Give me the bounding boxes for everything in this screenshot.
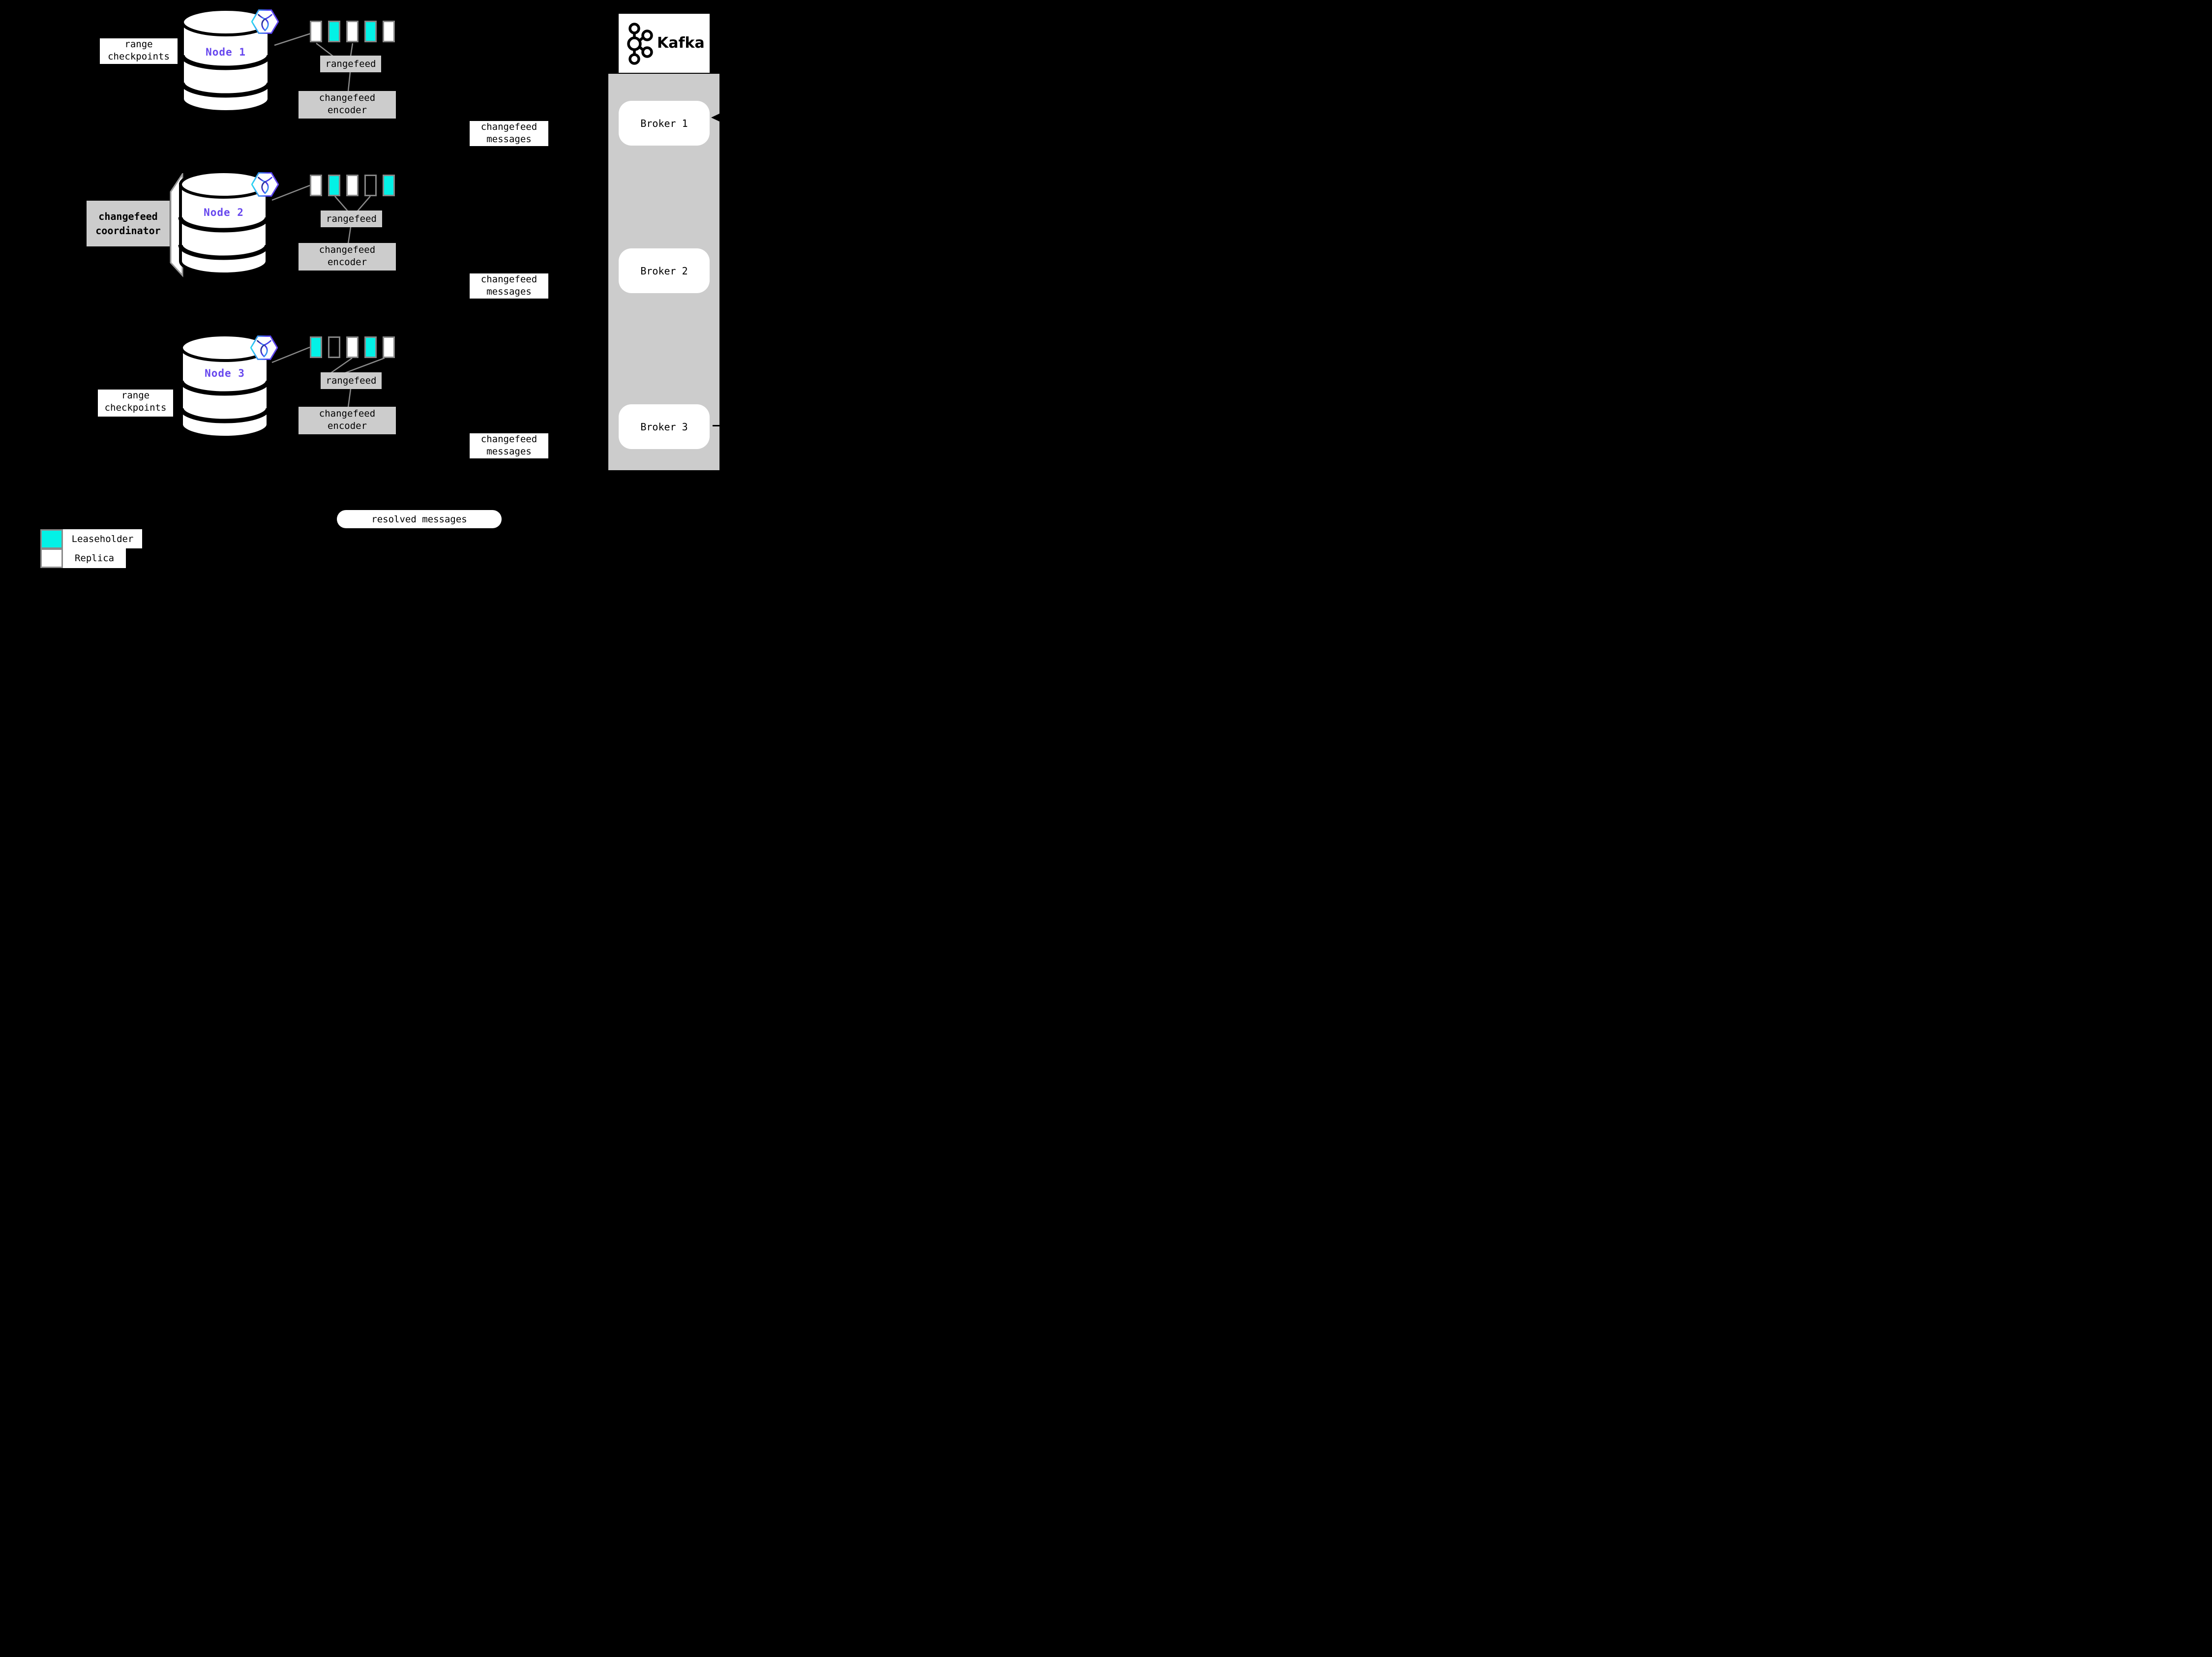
kafka-logo-box: Kafka xyxy=(619,14,710,73)
range-square xyxy=(383,175,395,196)
broker-list: Broker 1 Broker 2 Broker 3 xyxy=(608,74,719,470)
rangefeed-box-node1: rangefeed xyxy=(320,56,381,72)
range-square xyxy=(364,21,377,42)
replica-legend-label: Replica xyxy=(63,548,126,568)
node2-label: Node 2 xyxy=(204,207,244,218)
range-square xyxy=(383,21,395,42)
range-square xyxy=(328,336,340,358)
arrow-left-icon xyxy=(711,114,719,121)
range-square xyxy=(383,336,395,358)
range-square xyxy=(310,175,322,196)
replica-swatch xyxy=(40,548,63,568)
leaseholder-legend-label: Leaseholder xyxy=(63,529,142,548)
changefeed-architecture-diagram: range checkpoints Node 1 rangefeed chang… xyxy=(0,0,771,577)
leaseholder-swatch xyxy=(40,529,63,549)
database-cylinder-icon-node1 xyxy=(180,8,271,113)
range-square xyxy=(328,175,340,196)
changefeed-messages-label-node1: changefeed messages xyxy=(470,121,548,146)
kafka-title: Kafka xyxy=(657,34,705,52)
node1-label: Node 1 xyxy=(206,46,246,58)
changefeed-encoder-box-node2: changefeed encoder xyxy=(299,243,396,271)
rangefeed-box-node3: rangefeed xyxy=(321,372,382,389)
rangefeed-box-node2: rangefeed xyxy=(321,211,382,227)
changefeed-coordinator-label: changefeed coordinator xyxy=(87,201,170,246)
range-checkpoints-label-node1: range checkpoints xyxy=(100,38,178,64)
range-square xyxy=(346,21,359,42)
changefeed-messages-label-node3: changefeed messages xyxy=(470,433,548,458)
range-square xyxy=(364,175,377,196)
range-square xyxy=(346,336,359,358)
database-cylinder-icon-node2 xyxy=(178,170,269,275)
range-square xyxy=(346,175,359,196)
connector-lines xyxy=(271,32,385,408)
changefeed-encoder-box-node1: changefeed encoder xyxy=(299,91,396,119)
broker-2-box: Broker 2 xyxy=(619,248,710,293)
range-checkpoints-label-node3: range checkpoints xyxy=(98,390,173,417)
resolved-messages-label: resolved messages xyxy=(337,510,502,528)
cockroachdb-icon xyxy=(250,335,278,360)
node3-label: Node 3 xyxy=(205,367,245,379)
range-square xyxy=(364,336,377,358)
kafka-logo-icon xyxy=(627,23,653,65)
arrow-line xyxy=(713,425,719,426)
range-square xyxy=(310,336,322,358)
range-square xyxy=(328,21,340,42)
database-cylinder-icon-node3 xyxy=(179,333,270,439)
broker-3-box: Broker 3 xyxy=(619,404,710,449)
changefeed-messages-label-node2: changefeed messages xyxy=(470,273,548,299)
cockroachdb-icon xyxy=(251,9,279,34)
broker-1-box: Broker 1 xyxy=(619,101,710,146)
cockroachdb-icon xyxy=(251,172,279,197)
range-square xyxy=(310,21,322,42)
changefeed-encoder-box-node3: changefeed encoder xyxy=(299,407,396,434)
